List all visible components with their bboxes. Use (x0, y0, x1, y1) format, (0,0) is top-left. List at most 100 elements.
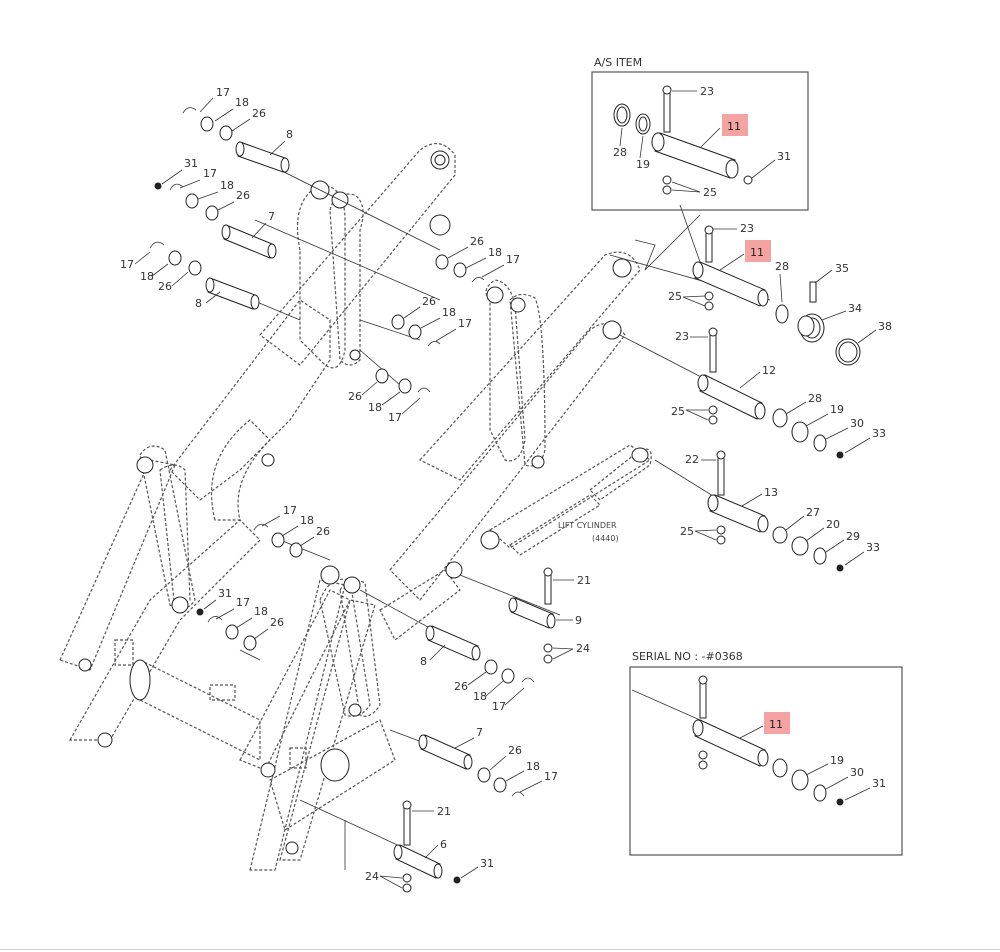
pin-7-lower-group: 7 26 18 17 (418, 726, 558, 797)
callout-17: 17 (458, 317, 472, 330)
boom-arm-rear (59, 143, 456, 748)
callout-25: 25 (703, 186, 717, 199)
pin-group-upper-center: 26 18 17 (435, 235, 520, 283)
callout-18: 18 (442, 306, 456, 319)
pin-group-lower-upper: 17 18 26 (253, 504, 330, 558)
callout-35: 35 (835, 262, 849, 275)
callout-30: 30 (850, 766, 864, 779)
callout-30: 30 (850, 417, 864, 430)
callout-25: 25 (680, 525, 694, 538)
callout-29: 29 (846, 530, 860, 543)
callout-17: 17 (492, 700, 506, 713)
callout-26: 26 (252, 107, 266, 120)
callout-21: 21 (577, 574, 591, 587)
callout-18: 18 (220, 179, 234, 192)
callout-26: 26 (348, 390, 362, 403)
callout-18: 18 (300, 514, 314, 527)
callout-31: 31 (872, 777, 886, 790)
callout-26: 26 (422, 295, 436, 308)
callout-12: 12 (762, 364, 776, 377)
pin-group-lower-mid: 31 17 18 26 (196, 587, 284, 651)
callout-26: 26 (236, 189, 250, 202)
callout-18: 18 (526, 760, 540, 773)
pin-6-group: 21 6 31 24 (344, 800, 494, 893)
callout-23: 23 (700, 85, 714, 98)
callout-17: 17 (120, 258, 134, 271)
callout-11-highlight: 11 (750, 246, 764, 259)
inset-serial: SERIAL NO : -#0368 11 19 30 31 (629, 650, 903, 856)
callout-19: 19 (830, 403, 844, 416)
highlight-box (764, 712, 790, 734)
callout-18: 18 (368, 401, 382, 414)
callout-18: 18 (235, 96, 249, 109)
pin-group-lower-center: 26 18 17 (348, 368, 431, 424)
callout-19: 19 (636, 158, 650, 171)
callout-34: 34 (848, 302, 862, 315)
callout-18: 18 (254, 605, 268, 618)
highlight-box (722, 114, 748, 136)
callout-20: 20 (826, 518, 840, 531)
callout-17: 17 (506, 253, 520, 266)
callout-8: 8 (195, 297, 202, 310)
inset-as-item-title: A/S ITEM (594, 56, 642, 69)
callout-17: 17 (203, 167, 217, 180)
callout-17: 17 (216, 86, 230, 99)
callout-31: 31 (480, 857, 494, 870)
callout-17: 17 (544, 770, 558, 783)
callout-24: 24 (365, 870, 379, 883)
callout-23: 23 (740, 222, 754, 235)
callout-9: 9 (575, 614, 582, 627)
callout-17: 17 (236, 596, 250, 609)
callout-18: 18 (488, 246, 502, 259)
callout-25: 25 (668, 290, 682, 303)
callout-33: 33 (866, 541, 880, 554)
pin-group-mid-left: 31 17 18 26 7 (154, 157, 277, 259)
callout-21: 21 (437, 805, 451, 818)
callout-17: 17 (388, 411, 402, 424)
inset-serial-title: SERIAL NO : -#0368 (632, 650, 743, 663)
callout-33: 33 (872, 427, 886, 440)
pin-9-group: 21 9 24 (508, 567, 591, 664)
pin-group-top-left: 17 18 26 8 (182, 86, 293, 173)
callout-24: 24 (576, 642, 590, 655)
lift-cylinder-label: LIFT CYLINDER (558, 521, 617, 530)
callout-31: 31 (184, 157, 198, 170)
callout-17: 17 (283, 504, 297, 517)
pin-group-mid-center: 26 18 17 (391, 295, 472, 347)
callout-7: 7 (268, 210, 275, 223)
highlight-box (745, 240, 771, 262)
callout-25: 25 (671, 405, 685, 418)
callout-31: 31 (218, 587, 232, 600)
page-bottom-rule (0, 949, 1000, 950)
boom-arm-front (239, 251, 641, 871)
center-lines (239, 154, 771, 861)
lift-cylinder-code: (4440) (592, 534, 619, 543)
callout-28: 28 (613, 146, 627, 159)
inset-as-item: A/S ITEM 11 23 28 19 31 25 (591, 56, 809, 211)
callout-27: 27 (806, 506, 820, 519)
cross-tube (114, 639, 261, 761)
callout-23: 23 (675, 330, 689, 343)
callout-26: 26 (454, 680, 468, 693)
callout-8: 8 (286, 128, 293, 141)
callout-11-highlight: 11 (727, 120, 741, 133)
callout-13: 13 (764, 486, 778, 499)
callout-18: 18 (140, 270, 154, 283)
callout-28: 28 (808, 392, 822, 405)
callout-11-highlight: 11 (769, 718, 783, 731)
pin-13-group: 22 13 25 27 20 29 33 (680, 450, 880, 572)
callout-18: 18 (473, 690, 487, 703)
callout-26: 26 (508, 744, 522, 757)
callout-8: 8 (420, 655, 427, 668)
pin-12-group: 23 12 25 28 19 30 33 (671, 327, 886, 459)
callout-31: 31 (777, 150, 791, 163)
lift-cylinder: LIFT CYLINDER (4440) (445, 444, 652, 579)
callout-26: 26 (270, 616, 284, 629)
spring-38-group: 35 34 38 (797, 262, 892, 366)
callout-6: 6 (440, 838, 447, 851)
pin-group-lower-left: 17 18 26 8 (120, 241, 260, 310)
pin-11-group: 11 23 28 25 (668, 222, 789, 324)
callout-26: 26 (470, 235, 484, 248)
callout-28: 28 (775, 260, 789, 273)
